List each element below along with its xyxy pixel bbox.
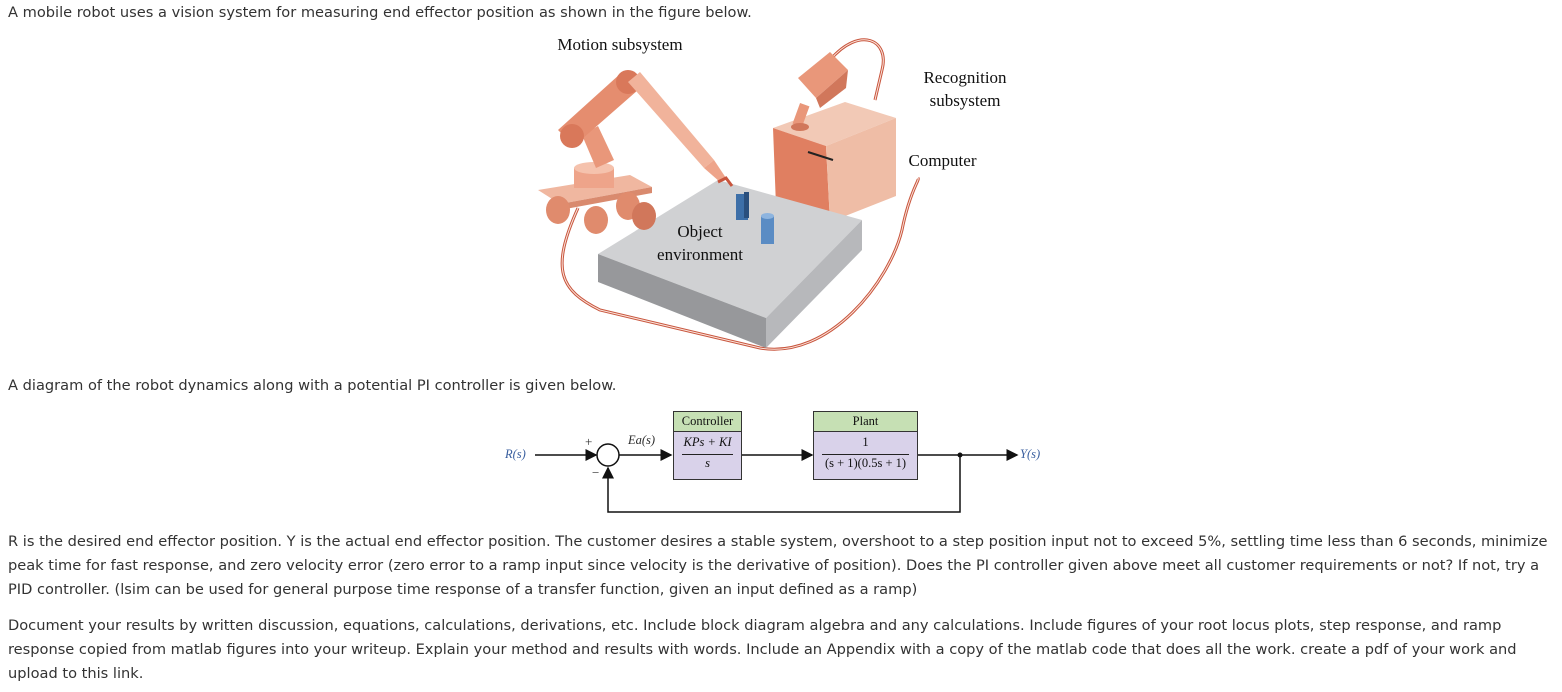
computer-side bbox=[826, 118, 896, 222]
plant-transfer-function: 1 (s + 1)(0.5s + 1) bbox=[813, 432, 918, 480]
computer-top bbox=[773, 102, 896, 146]
object-label-line2: environment bbox=[657, 245, 743, 264]
error-signal-label: Ea(s) bbox=[628, 433, 656, 447]
table-side bbox=[766, 220, 862, 348]
diagram-intro-paragraph: A diagram of the robot dynamics along wi… bbox=[8, 377, 617, 394]
computer-front bbox=[773, 128, 830, 222]
controller-denominator: s bbox=[705, 456, 710, 470]
feedback-path bbox=[602, 455, 961, 513]
object-cylinder bbox=[761, 216, 774, 244]
intro-paragraph: A mobile robot uses a vision system for … bbox=[8, 4, 752, 21]
motion-subsystem-label: Motion subsystem bbox=[557, 35, 683, 54]
camera-body bbox=[798, 52, 848, 98]
input-signal-label: R(s) bbox=[505, 447, 526, 461]
minus-sign: − bbox=[592, 465, 600, 480]
controller-transfer-function: KPs + KI s bbox=[673, 432, 742, 480]
output-signal-label: Y(s) bbox=[1020, 447, 1041, 461]
robot-forearm bbox=[628, 72, 714, 168]
table-front bbox=[598, 254, 766, 348]
summing-junction bbox=[596, 443, 620, 467]
controller-title: Controller bbox=[673, 411, 742, 432]
computer-label: Computer bbox=[908, 151, 977, 170]
requirements-paragraph: R is the desired end effector position. … bbox=[8, 533, 1548, 598]
table-top bbox=[598, 180, 862, 318]
controller-numerator: KPs + KI bbox=[683, 435, 732, 449]
documentation-paragraph: Document your results by written discuss… bbox=[8, 617, 1517, 682]
robot-vision-figure: Motion subsystem Recognition subsystem C… bbox=[530, 30, 1030, 360]
object-label-line1: Object bbox=[677, 222, 723, 241]
plant-title: Plant bbox=[813, 411, 918, 432]
feedback-block-diagram: R(s) Y(s) + − Ea(s) Controller KPs + KI … bbox=[495, 405, 1055, 520]
recognition-label-line1: Recognition bbox=[923, 68, 1007, 87]
block-diagram-wiring bbox=[535, 443, 1019, 513]
recognition-label-line2: subsystem bbox=[929, 91, 1001, 110]
plus-sign: + bbox=[585, 434, 593, 449]
robot-illustration bbox=[538, 38, 920, 351]
plant-denominator: (s + 1)(0.5s + 1) bbox=[824, 456, 907, 470]
plant-numerator: 1 bbox=[862, 435, 869, 449]
robot-platform bbox=[538, 175, 652, 204]
